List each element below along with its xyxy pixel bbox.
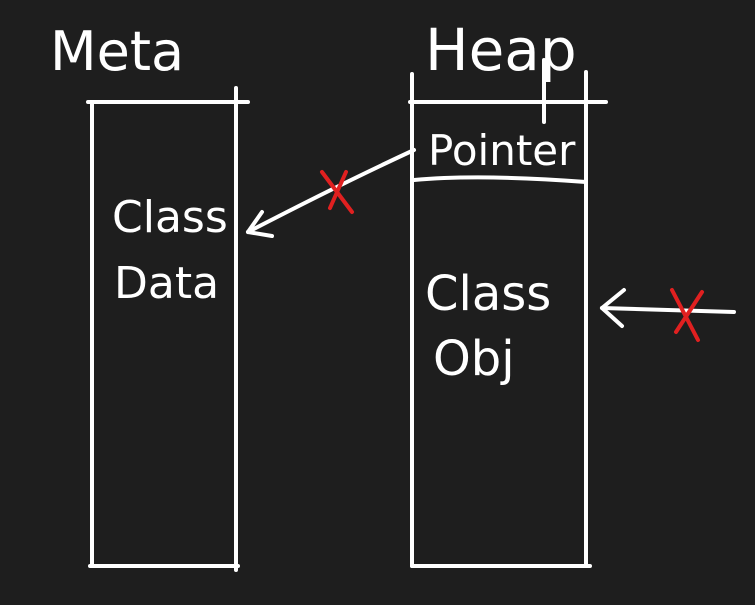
external-reference-arrow — [600, 288, 736, 328]
heap-content-line2: Obj — [433, 331, 515, 387]
pointer-to-class-data-arrow — [246, 148, 416, 238]
meta-content-line2: Data — [114, 258, 219, 309]
meta-content-line1: Class — [112, 192, 228, 243]
heap-content-line1: Class — [425, 266, 551, 322]
heap-header-label: Pointer — [428, 126, 576, 175]
heap-title: Heap — [425, 16, 577, 84]
pointer-link-cross-mark — [320, 170, 354, 214]
meta-title: Meta — [50, 20, 184, 83]
external-reference-cross-mark — [670, 288, 704, 342]
heap-column: Pointer Class Obj — [408, 58, 608, 568]
meta-column: Class Data — [86, 86, 250, 572]
